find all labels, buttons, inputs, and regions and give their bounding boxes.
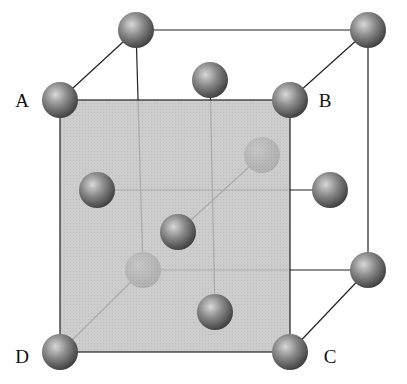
corner-label: A <box>15 91 29 110</box>
shaded-face <box>60 100 290 352</box>
corner-label: C <box>324 347 337 366</box>
corner-label: D <box>15 347 29 366</box>
cube-edges-front <box>60 30 368 352</box>
atom-spheres <box>42 12 386 370</box>
corner-label: B <box>319 91 332 110</box>
cube-edges <box>60 30 368 352</box>
